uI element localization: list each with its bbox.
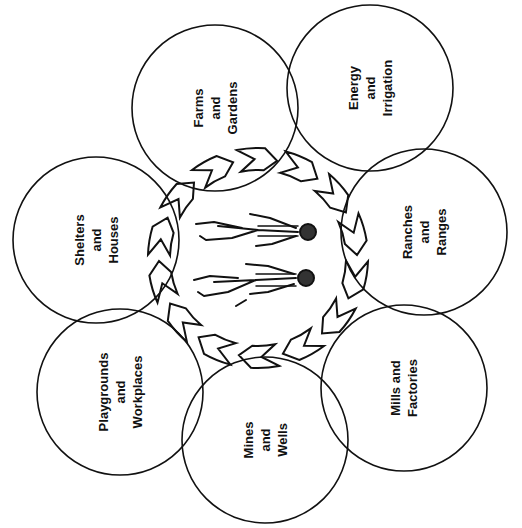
topic-circle: Ranches and Ranges [340, 148, 508, 316]
circle-outline [320, 304, 488, 472]
circle-label: Energy and Irrigation [345, 60, 396, 116]
circle-label: Playgrounds and Workplaces [95, 353, 146, 432]
topic-circle: Energy and Irrigation [286, 4, 454, 172]
circle-label: Farms and Gardens [190, 82, 241, 135]
topic-circle: Shelters and Houses [12, 156, 180, 324]
topic-circle: Mines and Wells [181, 356, 349, 524]
circle-label: Mills and Factories [387, 359, 421, 417]
topic-circle: Playgrounds and Workplaces [36, 308, 204, 476]
circle-label: Shelters and Houses [71, 214, 122, 265]
circle-label: Ranches and Ranges [399, 205, 450, 259]
topic-circle: Farms and Gardens [131, 24, 299, 192]
human-figures [194, 214, 316, 306]
topic-circle: Mills and Factories [320, 304, 488, 472]
circle-label: Mines and Wells [240, 422, 291, 459]
